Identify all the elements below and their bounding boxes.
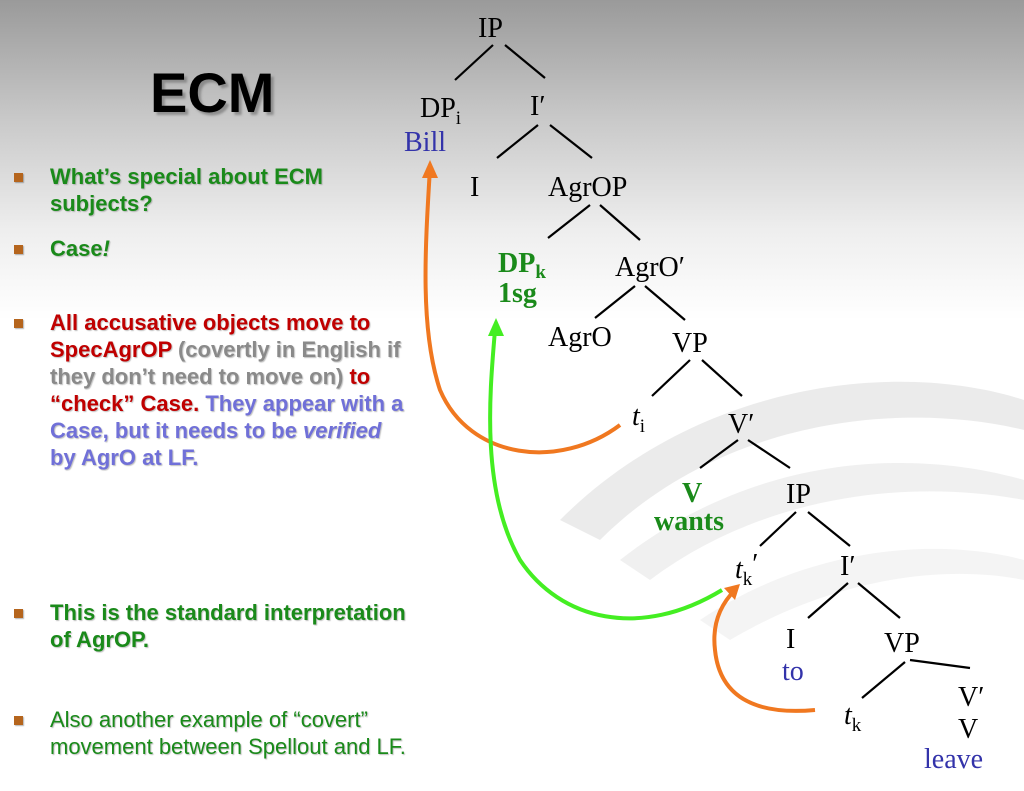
bullet-text-run: ! — [102, 236, 110, 261]
bullet-text-run: What’s special about ECM subjects? — [50, 164, 324, 216]
node-v-bot: V — [958, 714, 978, 745]
bullet-text-run: This is the standard interpretation of A… — [50, 600, 406, 652]
bullet-item: Case! — [10, 235, 410, 262]
bullet-square-icon — [14, 716, 23, 725]
node-v: V — [682, 478, 702, 509]
node-wants: wants — [654, 506, 724, 537]
node-leave: leave — [924, 744, 983, 775]
node-i-top: I — [470, 172, 479, 203]
bullet-text: What’s special about ECM subjects? — [50, 163, 410, 217]
movement-arrow-orange-upper — [423, 167, 622, 455]
node-ip-mid: IP — [786, 479, 811, 510]
bullet-item: Also another example of “covert” movemen… — [10, 706, 410, 760]
bullet-text: Case! — [50, 235, 410, 262]
bullet-text: All accusative objects move to SpecAgrOP… — [50, 309, 410, 471]
arrowhead-icon — [422, 160, 438, 178]
bullet-text-run: (covertly in English if they don’t need … — [50, 337, 401, 389]
arrowhead-icon — [488, 318, 504, 336]
node-ibar-mid: I′ — [840, 551, 855, 582]
node-bill: Bill — [404, 127, 446, 158]
node-trace-k-prime: tk′ — [735, 549, 758, 590]
bullet-text: This is the standard interpretation of A… — [50, 599, 410, 653]
movement-arrow-green — [488, 329, 724, 621]
bullet-text-run: They appear with a Case, but it needs to… — [50, 391, 404, 443]
bullet-text-run: Case — [50, 236, 103, 261]
node-vp-top: VP — [672, 328, 708, 359]
node-dpk: DPk — [498, 248, 546, 283]
bullet-text-run: by AgrO at LF. — [50, 445, 199, 470]
bullet-text-run: verified — [303, 418, 382, 443]
node-vbar-bot: V′ — [958, 682, 984, 713]
node-vbar: V′ — [728, 409, 754, 440]
node-agro: AgrO — [548, 322, 612, 353]
node-dp: DPi — [420, 93, 461, 129]
node-vp-bot: VP — [884, 628, 920, 659]
node-ibar-top: I′ — [530, 91, 545, 122]
bullet-item: What’s special about ECM subjects? — [10, 163, 410, 217]
slide-title: ECM — [150, 61, 275, 124]
bullet-item: All accusative objects move to SpecAgrOP… — [10, 309, 410, 471]
bullet-square-icon — [14, 173, 23, 182]
node-agrop: AgrOP — [548, 172, 627, 203]
node-trace-k: tk — [844, 700, 862, 736]
node-i-mid: I — [786, 624, 795, 655]
node-to: to — [782, 656, 804, 687]
movement-arrow-orange-lower — [712, 588, 816, 713]
bullet-square-icon — [14, 245, 23, 254]
node-agrobar: AgrO′ — [615, 252, 685, 283]
node-ip-top: IP — [478, 13, 503, 44]
bullet-text: Also another example of “covert” movemen… — [50, 706, 410, 760]
bullet-square-icon — [14, 319, 23, 328]
node-1sg: 1sg — [498, 278, 537, 309]
node-trace-i: ti — [632, 401, 645, 437]
bullet-item: This is the standard interpretation of A… — [10, 599, 410, 653]
bullet-text-run: to “check” Case. — [50, 364, 371, 416]
bullet-text-run: All accusative objects move to SpecAgrOP — [50, 310, 371, 362]
arrowhead-icon — [724, 584, 740, 600]
bullet-text-run: Also another example of “covert” movemen… — [50, 707, 406, 759]
bullet-square-icon — [14, 609, 23, 618]
tree-branches — [454, 44, 971, 699]
